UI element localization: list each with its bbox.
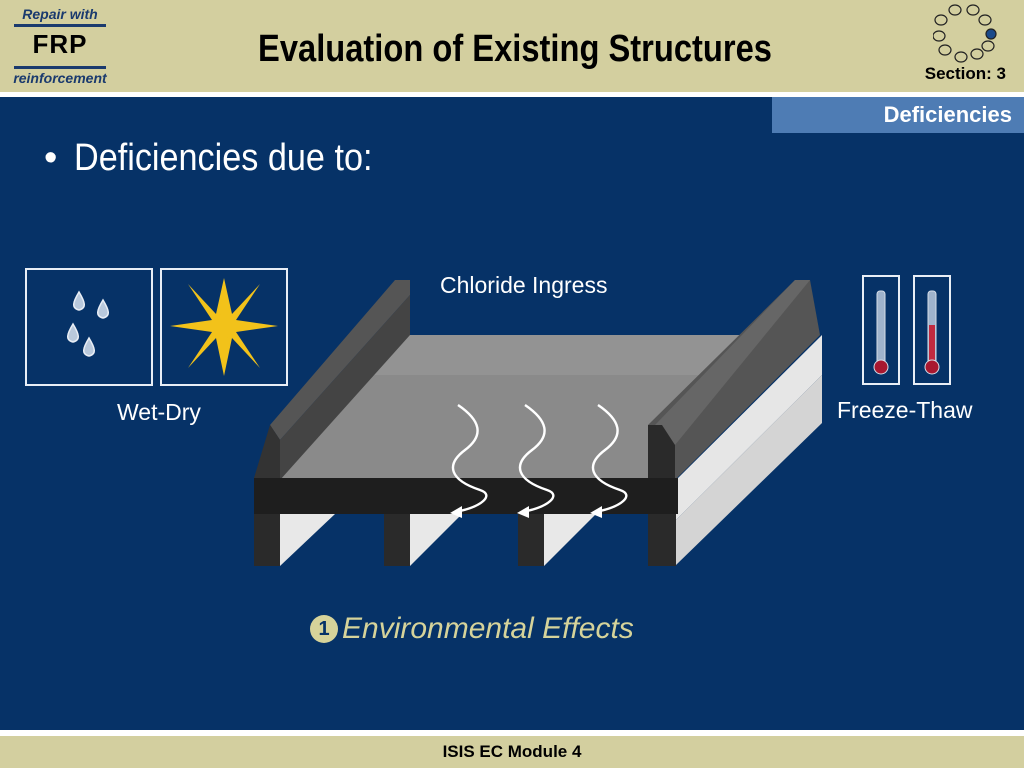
thermometer-warm-box <box>913 275 951 385</box>
caption-number-icon: 1 <box>310 615 338 643</box>
page-title: Evaluation of Existing Structures <box>258 28 772 70</box>
water-drops-icon <box>67 290 109 357</box>
footer: ISIS EC Module 4 <box>0 736 1024 768</box>
header: Repair with FRP reinforcement Evaluation… <box>0 0 1024 92</box>
ring-progress-icon <box>933 4 997 63</box>
logo-divider <box>14 66 106 69</box>
bullet-dot: • <box>44 137 58 179</box>
logo-line1: Repair with <box>22 6 98 22</box>
logo-divider <box>14 24 106 27</box>
thermometer-cold-box <box>862 275 900 385</box>
bridge-deck-illustration <box>254 280 822 566</box>
bullet-text: Deficiencies due to: <box>74 137 373 179</box>
slide-body: Deficiencies • Deficiencies due to: Wet-D… <box>0 97 1024 730</box>
footer-separator <box>0 730 1024 736</box>
frp-logo: Repair with FRP reinforcement <box>6 4 114 88</box>
freeze-thaw-label: Freeze-Thaw <box>837 397 973 423</box>
chloride-label: Chloride Ingress <box>440 272 608 298</box>
thermometer-icon <box>924 290 940 375</box>
caption-text: Environmental Effects <box>342 612 634 645</box>
wet-box <box>25 268 153 386</box>
logo-line2: FRP <box>32 29 88 59</box>
thermometer-icon <box>873 290 889 375</box>
header-separator <box>0 92 1024 97</box>
sun-icon <box>170 278 278 376</box>
bullet-item: • Deficiencies due to: <box>44 137 406 180</box>
wet-dry-label: Wet-Dry <box>117 399 201 425</box>
section-indicator: Section: 3 <box>924 64 1006 83</box>
dry-box <box>160 268 288 386</box>
tab-deficiencies[interactable]: Deficiencies <box>772 97 1024 133</box>
logo-line3: reinforcement <box>13 70 107 86</box>
